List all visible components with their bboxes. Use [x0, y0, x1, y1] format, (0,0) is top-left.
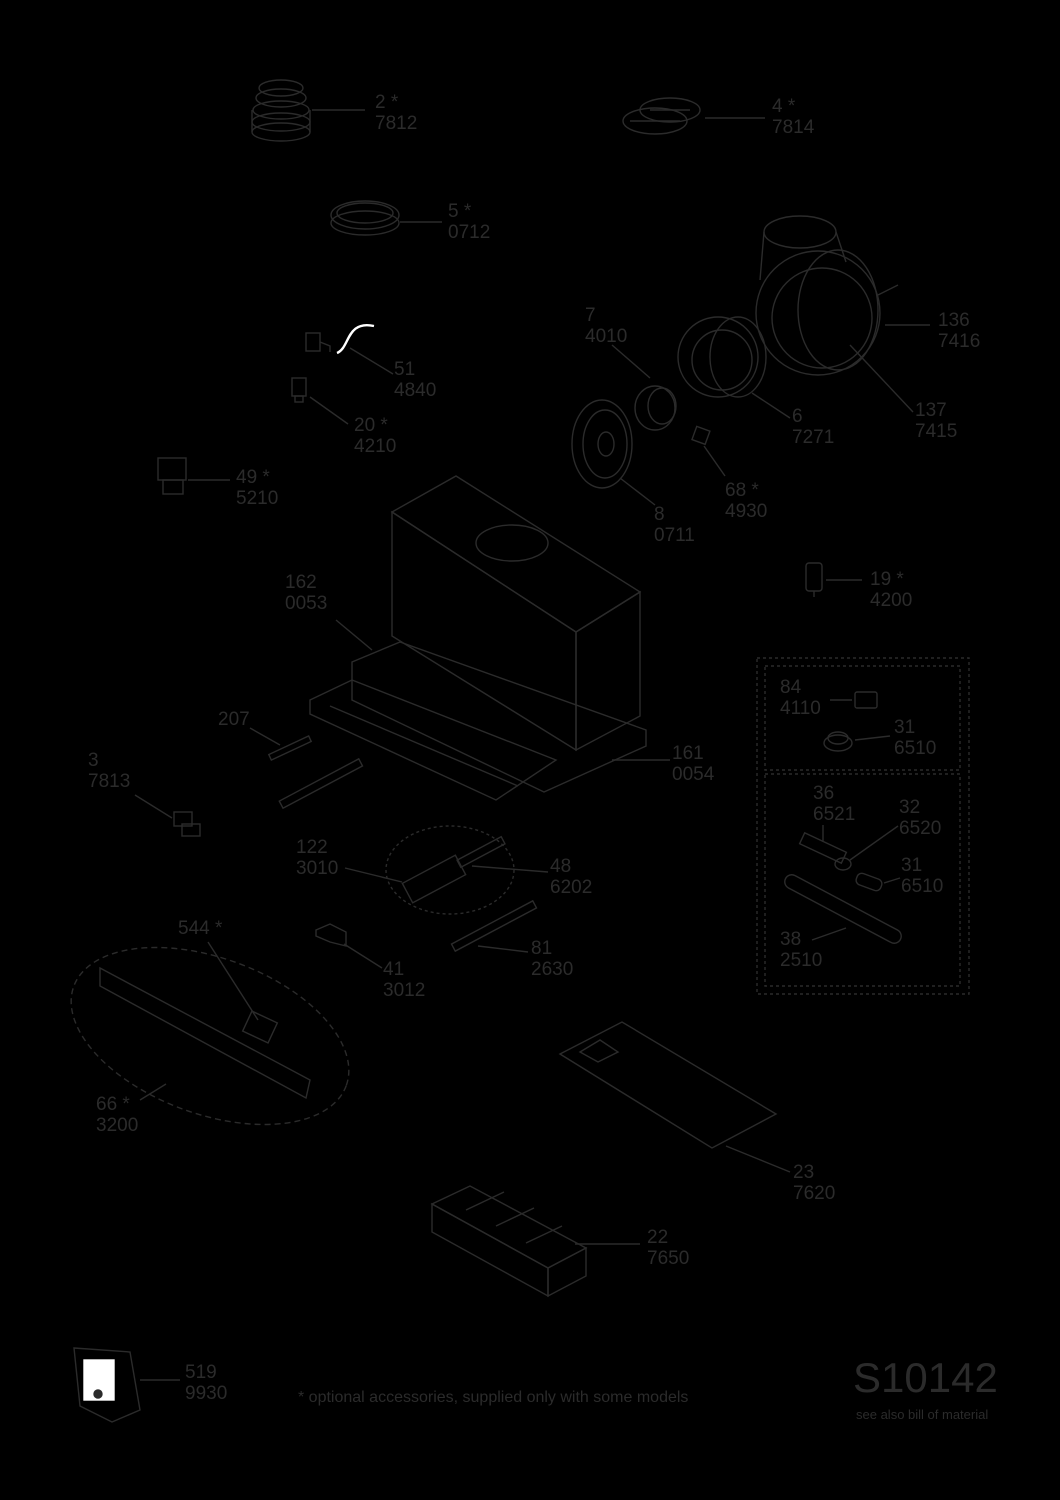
terminal-block-part — [157, 457, 230, 495]
hood-body-part — [309, 475, 670, 801]
motor-plate-part — [571, 399, 656, 506]
part-label-20: 20 *4210 — [354, 415, 397, 457]
front-profile-part — [70, 941, 350, 1126]
part-label-4: 4 *7814 — [772, 96, 815, 138]
rail-part — [450, 899, 538, 953]
part-label-2: 2 *7812 — [375, 92, 418, 134]
impeller-part — [677, 316, 791, 419]
fan-housing-part — [755, 215, 930, 413]
lamp-part — [805, 562, 862, 597]
part-label-49: 49 *5210 — [236, 467, 279, 509]
cable-part — [305, 323, 394, 375]
mounting-bracket-part — [315, 923, 383, 969]
filter-cassette-part — [430, 1185, 640, 1298]
carbon-filter-part — [622, 97, 765, 135]
bracket-part — [134, 794, 201, 837]
switch-part — [291, 377, 349, 425]
motor-part — [611, 344, 677, 431]
control-unit-part — [344, 825, 549, 915]
part-label-207: 207 — [218, 709, 250, 730]
duct-connector-part — [251, 79, 365, 142]
part-label-19: 19 *4200 — [870, 569, 913, 611]
drawing-subtitle: see also bill of material — [856, 1407, 989, 1422]
lighting-kit-box — [756, 657, 970, 995]
slide-rail-part — [278, 757, 364, 810]
part-label-68: 68 *4930 — [725, 480, 768, 522]
part-label-5: 5 *0712 — [448, 201, 491, 243]
grease-panel-part — [558, 1021, 791, 1173]
footnote: * optional accessories, supplied only wi… — [298, 1389, 689, 1406]
documentation-pack-part — [73, 1347, 180, 1423]
part-label-66: 66 *3200 — [96, 1094, 139, 1136]
round-filter-part — [330, 200, 442, 236]
capacitor-part — [691, 425, 726, 477]
drawing-code: S10142 — [853, 1354, 998, 1401]
lighting-kit-parts — [784, 691, 902, 944]
clip-part — [249, 727, 313, 761]
part-label-544: 544 * — [178, 918, 223, 939]
